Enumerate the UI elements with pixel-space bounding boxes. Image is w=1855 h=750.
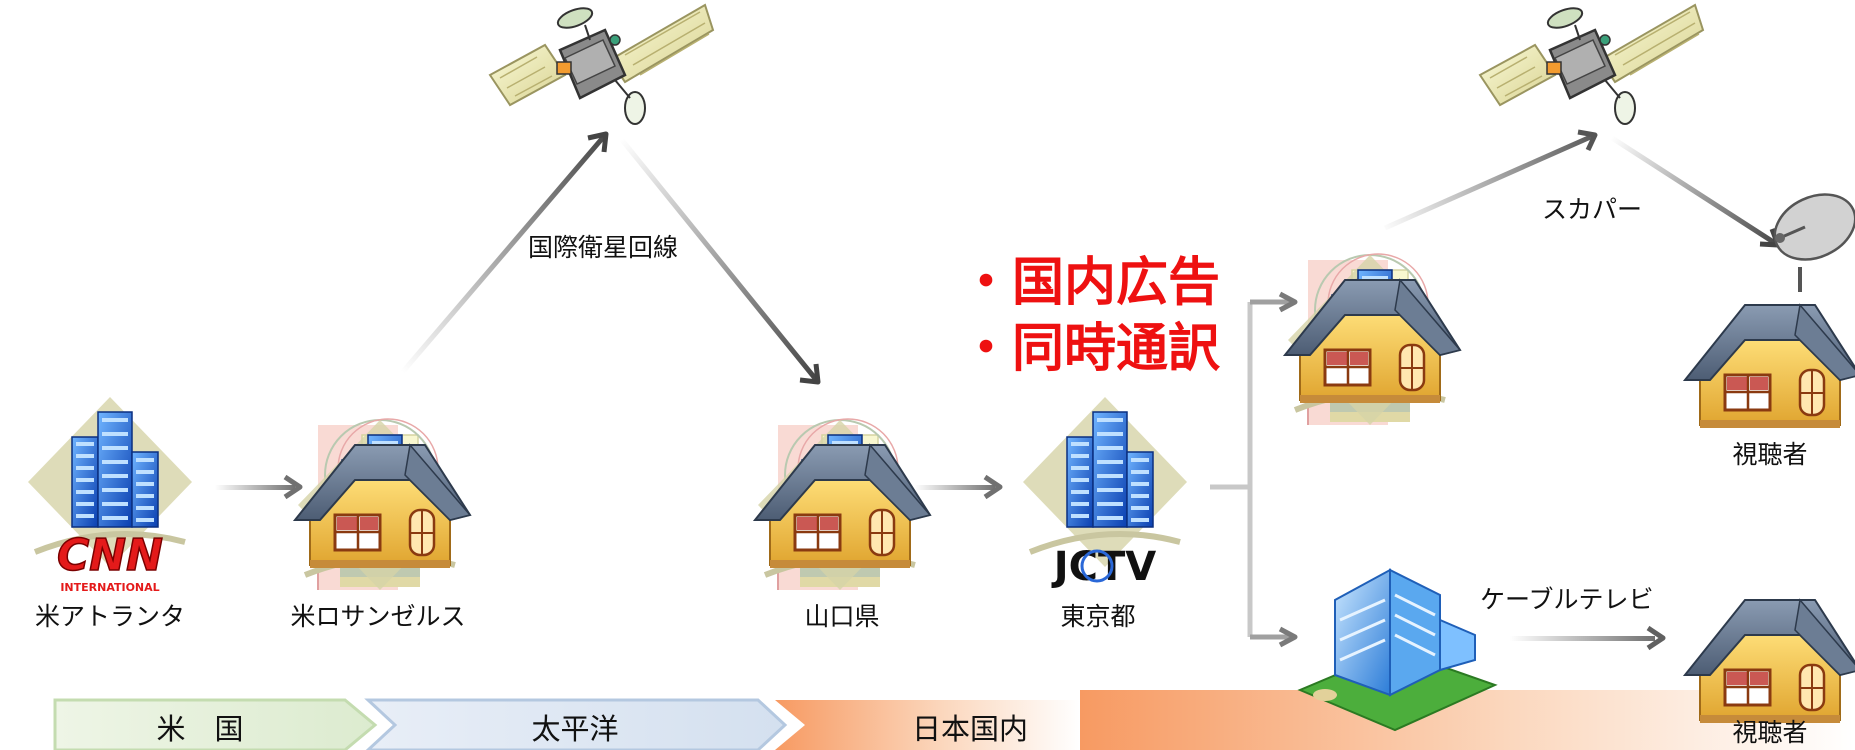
satellite-icon-skyperfect — [1478, 3, 1705, 126]
jctv-logo: JCTV — [1051, 544, 1157, 590]
cnn-logo: CNN INTERNATIONAL — [56, 529, 163, 594]
region-band-pacific — [364, 698, 788, 750]
arrow-dish-to-satellite2 — [1383, 132, 1597, 231]
arrow-satellite2-to-viewer — [1610, 135, 1780, 248]
notice-text: ・国内広告 ・同時通訳 — [960, 250, 1220, 382]
satellite-icon-intl — [488, 3, 715, 126]
node-label-atlanta: 米アトランタ — [34, 602, 186, 631]
cable-station-icon — [1297, 568, 1498, 732]
building-icon-jctv — [1023, 397, 1187, 567]
dish-icon-los-angeles — [295, 419, 470, 590]
region-label-usa: 米 国 — [156, 712, 244, 746]
node-label-los-angeles: 米ロサンゼルス — [290, 602, 466, 631]
house-icon-viewer-bottom — [1683, 598, 1855, 725]
house-icon-viewer-top — [1683, 303, 1855, 430]
dish-icon-uplink — [1285, 254, 1460, 425]
region-band-japan — [1080, 690, 1855, 750]
home-dish-icon — [1773, 193, 1855, 292]
arrow-atlanta-to-la — [215, 485, 295, 490]
arrow-satellite-to-yamaguchi — [620, 138, 820, 384]
link-label-intl-satellite: 国際衛星回線 — [528, 233, 679, 262]
region-label-japan: 日本国内 — [911, 712, 1029, 746]
dish-icon-yamaguchi — [755, 419, 930, 590]
arrow-yamaguchi-to-tokyo — [915, 485, 995, 490]
notice-line-local-ads: ・国内広告 — [960, 253, 1221, 313]
region-label-pacific: 太平洋 — [531, 712, 619, 746]
svg-text:INTERNATIONAL: INTERNATIONAL — [60, 581, 159, 594]
link-label-cable-tv: ケーブルテレビ — [1480, 585, 1654, 614]
branch-connector — [1210, 291, 1298, 648]
node-label-viewer-top: 視聴者 — [1732, 440, 1808, 469]
arrow-la-to-satellite — [398, 132, 608, 377]
region-band-usa — [53, 698, 378, 750]
region-band-japan-start — [775, 700, 1080, 750]
node-label-tokyo: 東京都 — [1060, 602, 1136, 631]
node-label-yamaguchi: 山口県 — [804, 602, 880, 631]
link-label-skyperfect: スカパー — [1542, 195, 1643, 224]
node-label-viewer-bottom: 視聴者 — [1732, 718, 1808, 747]
arrow-cable-to-viewer — [1510, 636, 1655, 641]
notice-line-simultaneous-interpretation: ・同時通訳 — [960, 319, 1221, 379]
svg-text:CNN: CNN — [57, 530, 163, 581]
